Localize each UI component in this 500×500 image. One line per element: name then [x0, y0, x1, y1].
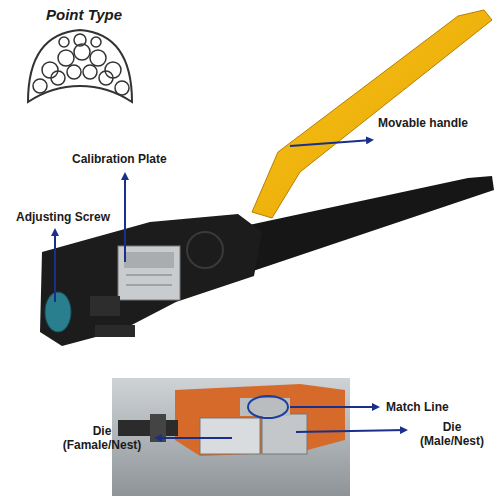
leader-arrow: [290, 140, 372, 146]
leader-arrow: [156, 437, 232, 439]
female-die: [200, 418, 260, 454]
foot: [95, 325, 135, 337]
part-label: Calibration Plate: [72, 152, 212, 166]
leader-arrow: [124, 174, 126, 262]
part-label: Match Line: [386, 400, 486, 414]
head-slot: [90, 296, 120, 316]
photo-inset: [112, 378, 350, 496]
leader-arrow: [54, 230, 56, 302]
calibration-plate: [124, 252, 174, 268]
movable-handle: [252, 10, 492, 218]
screw: [118, 420, 178, 436]
leader-arrow: [290, 406, 378, 408]
part-label: Die (Famale/Nest): [52, 424, 152, 453]
male-die: [262, 414, 307, 454]
orange-body: [175, 384, 345, 456]
die-line: [126, 275, 172, 276]
adjusting-knob: [45, 292, 71, 332]
match-line-ring: [248, 396, 288, 418]
part-label: Adjusting Screw: [16, 210, 146, 224]
stamp: [187, 232, 223, 268]
die-insert: [118, 246, 180, 300]
part-label: Die (Male/Nest): [412, 420, 492, 449]
part-label: Movable handle: [378, 116, 478, 130]
profile-title: Point Type: [46, 6, 156, 24]
point-type-profile: [28, 30, 132, 102]
leader-arrow: [296, 430, 406, 432]
tool-head: [40, 214, 262, 346]
die-line: [126, 285, 172, 286]
